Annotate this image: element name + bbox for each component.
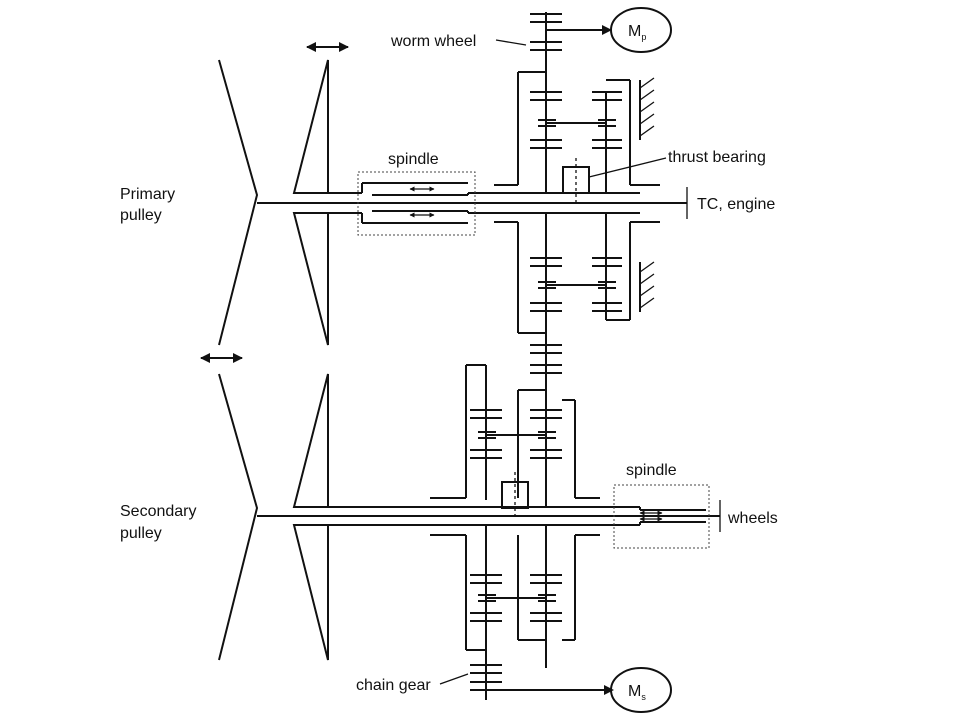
label-worm-wheel: worm wheel (390, 33, 476, 50)
ground-hatch-upper (639, 77, 655, 137)
secondary-pulley (200, 353, 329, 661)
primary-movable-sheave-lower (292, 212, 329, 346)
secondary-fixed-sheave (218, 373, 259, 661)
motor-secondary (610, 667, 672, 713)
label-spindle-secondary: spindle (626, 462, 677, 479)
primary-pulley (218, 42, 349, 346)
label-motor-secondary-sub: s (641, 692, 646, 702)
label-wheels: wheels (727, 510, 778, 527)
label-spindle-primary: spindle (388, 151, 439, 168)
worm-wheel-assembly (495, 7, 672, 62)
secondary-gearset (430, 364, 600, 700)
motor-primary (610, 7, 672, 53)
intermediate-gear (530, 333, 562, 390)
label-secondary-pulley-1: Secondary (120, 503, 197, 520)
spindle-primary-box (357, 171, 476, 236)
label-motor-primary: Mp (628, 23, 646, 42)
label-motor-primary-main: M (628, 23, 641, 40)
secondary-movable-sheave-upper (292, 373, 329, 508)
label-chain-gear: chain gear (356, 677, 431, 694)
label-motor-secondary: Ms (628, 683, 646, 702)
primary-fixed-sheave (218, 59, 259, 346)
label-secondary-pulley-2: pulley (120, 525, 162, 542)
spindle-secondary-box (613, 484, 710, 549)
ground-hatch-lower (639, 261, 655, 309)
label-primary-pulley-1: Primary (120, 186, 175, 203)
label-motor-secondary-main: M (628, 683, 641, 700)
secondary-shaft (257, 484, 721, 549)
chain-gear-assembly (439, 664, 672, 713)
secondary-movable-sheave-lower (292, 524, 329, 661)
label-thrust-bearing: thrust bearing (668, 149, 766, 166)
label-primary-pulley-2: pulley (120, 207, 162, 224)
primary-movable-sheave-upper (292, 59, 329, 194)
label-tc-engine: TC, engine (697, 196, 775, 213)
primary-shaft (257, 171, 688, 236)
label-motor-primary-sub: p (641, 32, 646, 42)
primary-gearset (494, 62, 667, 340)
